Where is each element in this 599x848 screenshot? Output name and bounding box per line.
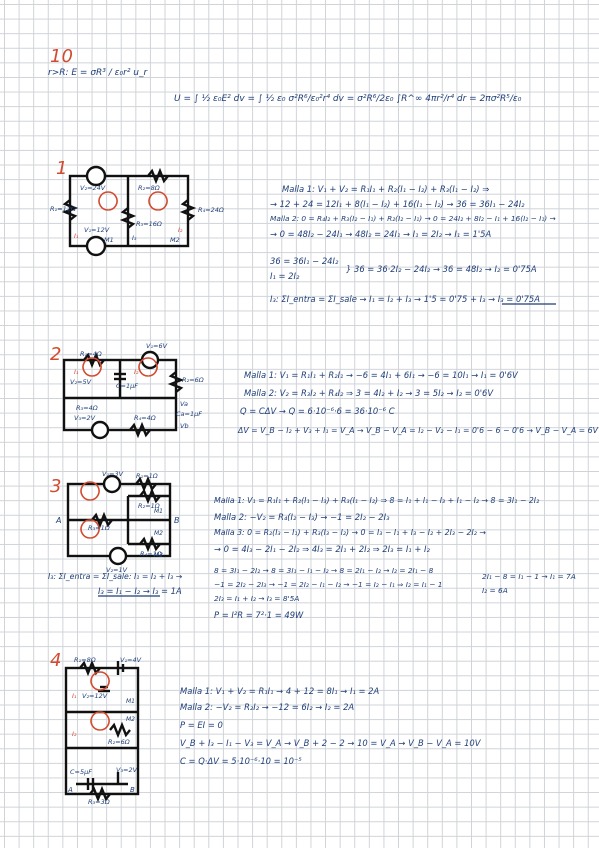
label-m1-3: M1	[154, 508, 163, 515]
label-ca-2: Ca=1μF	[176, 410, 202, 418]
circuit-1	[61, 165, 197, 257]
label-v1-3: V₁=3V	[102, 470, 124, 478]
p1-line-7: } 36 = 36·2I₂ − 24I₂ → 36 = 48I₂ → I₂ = …	[346, 264, 537, 274]
label-v2-3: V₂=1V	[106, 566, 128, 574]
label-va-2: Va	[180, 400, 189, 408]
label-m2-4: M2	[126, 716, 135, 723]
problem-number-2: 2	[50, 344, 62, 365]
label-a-3: A	[56, 516, 62, 525]
field-expression: r>R: E = σR³ / ε₀r² u_r	[48, 68, 148, 78]
p4-line-5: C = Q·ΔV = 5·10⁻⁶·10 = 10⁻⁵	[180, 756, 302, 766]
label-r2: R₂=8Ω	[138, 184, 160, 192]
label-r1-4: R₁=8Ω	[74, 656, 96, 664]
p2-line-2: Malla 2: V₂ = R₃I₂ + R₄I₂ ⇒ 3 = 4I₂ + I₂…	[244, 388, 494, 398]
label-i2: I₂	[178, 226, 183, 234]
p2-line-4: ΔV = V_B − I₂ + V₃ + I₁ = V_A → V_B − V_…	[238, 426, 598, 435]
p1-line-2: → 12 + 24 = 12I₁ + 8(I₁ − I₂) + 16(I₁ − …	[270, 199, 525, 209]
p3-line-3: Malla 3: 0 = R₂(I₃ − I₁) + R₃(I₃ − I₂) →…	[214, 528, 486, 537]
p2-line-3: Q = CΔV → Q = 6·10⁻⁶·6 = 36·10⁻⁶ C	[240, 406, 395, 416]
label-r2-4: R₂=6Ω	[108, 738, 130, 746]
p4-line-2: Malla 2: −V₂ = R₂I₂ → −12 = 6I₂ → I₂ = 2…	[180, 702, 355, 712]
p3-line-9: I₂ = 6A	[482, 586, 508, 595]
p3-line-1: Malla 1: V₁ = R₁I₁ + R₂(I₁ − I₃) + R₃(I₁…	[214, 496, 540, 505]
p4-line-4: V_B + I₃ − I₁ − V₃ = V_A → V_B + 2 − 2 →…	[180, 738, 481, 748]
label-r3-3: R₃=1Ω	[88, 524, 110, 532]
label-v1-4: V₁=4V	[120, 656, 142, 664]
p1-line-6: I₁ = 2I₂	[270, 271, 300, 281]
label-r2-2: R₂=6Ω	[182, 376, 204, 384]
p1-line-8: I₃: ΣI_entra = ΣI_sale → I₁ = I₂ + I₃ → …	[270, 294, 540, 304]
problem-number-1: 1	[56, 158, 68, 179]
label-v2: V₂=24V	[80, 184, 106, 192]
label-r3-4: R₃=3Ω	[88, 798, 110, 806]
label-b-3: B	[174, 516, 180, 525]
label-i1-2: I₁	[74, 368, 79, 376]
label-i2-4: I₂	[72, 730, 77, 738]
p1-line-4: → 0 = 48I₂ − 24I₁ → 48I₂ = 24I₁ → I₁ = 2…	[270, 229, 492, 239]
p3-line-7: 2I₃ = I₁ + I₂ → I₃ = 8'5A	[214, 594, 300, 603]
label-v3-2: V₃=2V	[74, 414, 96, 422]
label-m3-3: M3	[154, 552, 163, 559]
label-m1: M1	[104, 236, 114, 244]
circuit-3	[66, 474, 172, 566]
label-i3: I₃	[132, 234, 137, 242]
label-b-4: B	[130, 786, 135, 794]
label-r4-3: R₄=1Ω	[140, 550, 162, 558]
label-c-4: C=5μF	[70, 768, 92, 776]
p1-line-5: 36 = 36I₁ − 24I₂	[270, 256, 339, 266]
label-r1-3: R₁=1Ω	[136, 472, 158, 480]
label-r4: R₄=24Ω	[198, 206, 224, 214]
label-c-2: C=1μF	[116, 382, 138, 390]
p3-line-10: P = I²R = 7²·1 = 49W	[214, 610, 304, 620]
p3-line-2: Malla 2: −V₂ = R₄(I₂ − I₃) → −1 = 2I₂ − …	[214, 512, 390, 522]
problem-number-3: 3	[50, 476, 62, 497]
label-i2-2: I₂	[134, 368, 139, 376]
label-r4-2: R₄=4Ω	[134, 414, 156, 422]
p3-line-12: I₃ = I₁ − I₂ → I₃ = 1A	[98, 586, 182, 596]
label-v2-2: V₂=5V	[70, 378, 92, 386]
label-m2: M2	[170, 236, 180, 244]
circuit-2	[62, 350, 185, 440]
label-i1-4: I₁	[72, 692, 77, 700]
label-v1-2: V₁=6V	[146, 342, 168, 350]
label-r1-2: R₁=4Ω	[80, 350, 102, 358]
energy-integral: U = ∫ ½ ε₀E² dv = ∫ ½ ε₀ σ²R⁶/ε₀²r⁴ dv =…	[174, 94, 522, 104]
mesh-loop-2	[148, 191, 168, 211]
p3-line-4: → 0 = 4I₃ − 2I₁ − 2I₂ ⇒ 4I₃ = 2I₁ + 2I₂ …	[214, 544, 430, 554]
label-v1: V₁=12V	[84, 226, 110, 234]
p1-line-3: Malla 2: 0 = R₄I₂ + R₃(I₂ − I₁) + R₂(I₂ …	[270, 214, 556, 223]
p3-line-5: 8 = 3I₁ − 2I₂ → 8 = 3I₁ − I₁ − I₂ → 8 = …	[214, 566, 434, 575]
p1-line-1: Malla 1: V₁ + V₂ = R₁I₁ + R₂(I₁ − I₂) + …	[282, 184, 490, 194]
p3-line-11: I₃: ΣI_entra = ΣI_sale: I₁ = I₂ + I₃ →	[48, 572, 183, 581]
label-r3-2: R₃=4Ω	[76, 404, 98, 412]
p3-line-8: 2I₁ − 8 = I₁ − 1 → I₁ = 7A	[482, 572, 576, 581]
label-vb-2: Vb	[180, 422, 189, 430]
label-m2-3: M2	[154, 530, 163, 537]
label-i1: I₁	[74, 232, 79, 240]
label-r2-3: R₂=1Ω	[138, 502, 160, 510]
label-m1-4: M1	[126, 698, 135, 705]
problem-number-10: 10	[50, 46, 73, 67]
mesh-loop-1	[98, 191, 118, 211]
label-r1: R₁=12Ω	[50, 205, 76, 213]
label-r3: R₃=16Ω	[136, 220, 162, 228]
label-a-4: A	[68, 786, 73, 794]
p4-line-3: P = EI = 0	[180, 720, 223, 730]
p2-line-1: Malla 1: V₁ = R₁I₁ + R₂I₁ → −6 = 4I₁ + 6…	[244, 370, 518, 380]
label-v3-4: V₃=2V	[116, 766, 138, 774]
label-v2-4: V₂=12V	[82, 692, 108, 700]
p3-line-6: −1 = 2I₂ − 2I₃ → −1 = 2I₂ − I₁ − I₂ → −1…	[214, 580, 443, 589]
problem-number-4: 4	[50, 650, 62, 671]
p4-line-1: Malla 1: V₁ + V₂ = R₁I₁ → 4 + 12 = 8I₁ →…	[180, 686, 380, 696]
